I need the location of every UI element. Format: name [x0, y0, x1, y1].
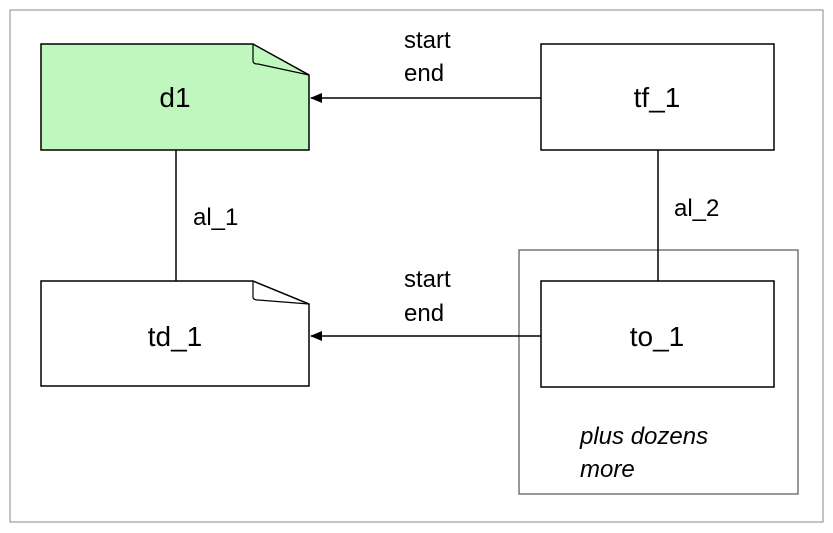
edge-label-start: start — [404, 266, 451, 293]
document-shape — [40, 280, 310, 387]
node-label: td_1 — [148, 321, 203, 352]
node-label: d1 — [159, 82, 190, 113]
document-shape — [40, 43, 310, 151]
node-d1[interactable]: d1 — [40, 43, 310, 151]
document-fold — [252, 44, 310, 76]
box-shape — [540, 280, 775, 388]
node-to_1[interactable]: to_1 — [540, 280, 775, 388]
group-note-line2: more — [580, 456, 635, 483]
document-fold — [252, 281, 310, 305]
edge-label-start: start — [404, 27, 451, 54]
node-label: tf_1 — [634, 82, 681, 113]
node-label: to_1 — [630, 321, 685, 352]
edge-label-al_1: al_1 — [193, 204, 238, 231]
node-td_1[interactable]: td_1 — [40, 280, 310, 387]
node-tf_1[interactable]: tf_1 — [540, 43, 775, 151]
group-note-line1: plus dozens — [579, 423, 708, 450]
box-shape — [540, 43, 775, 151]
edge-label-end: end — [404, 300, 444, 327]
edge-label-end: end — [404, 60, 444, 87]
edge-label-al_2: al_2 — [674, 195, 719, 222]
